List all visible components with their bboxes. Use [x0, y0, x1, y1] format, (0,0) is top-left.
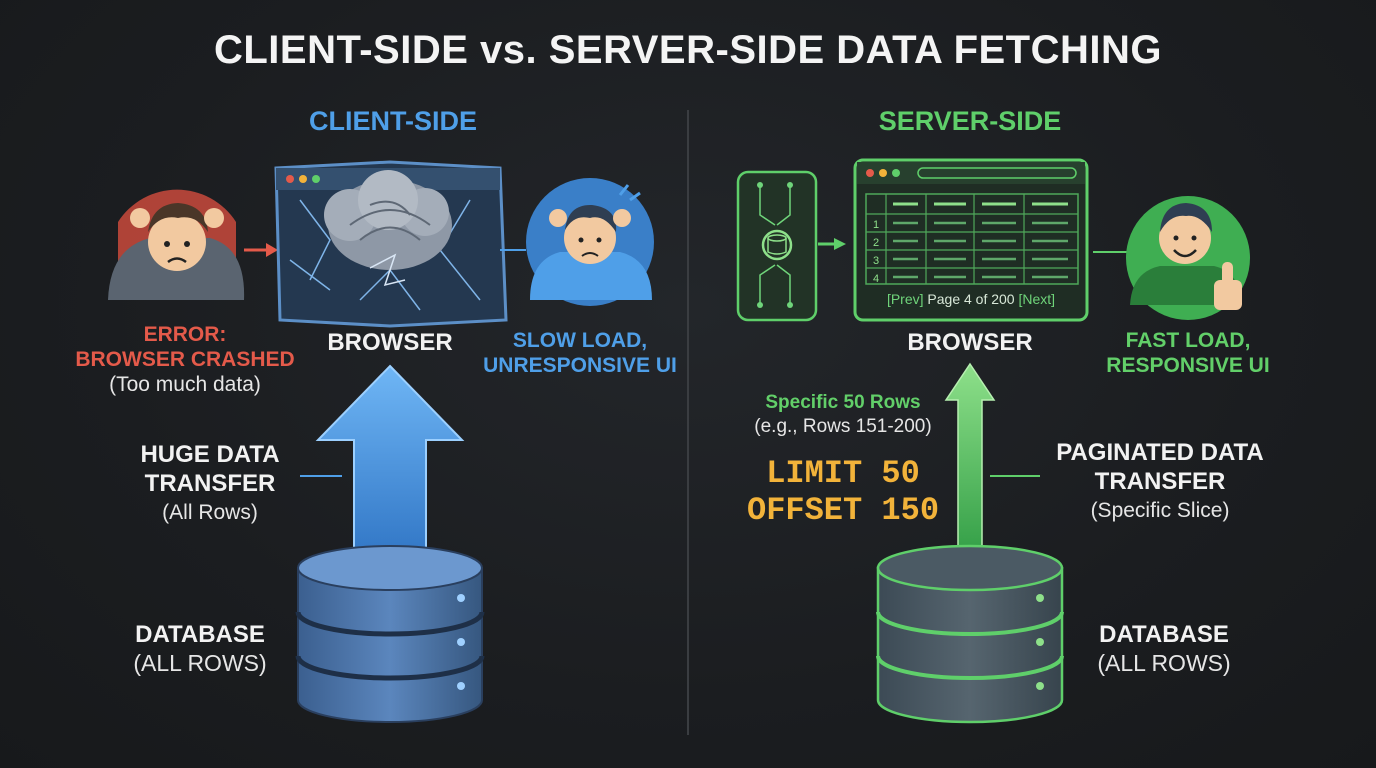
paginated-browser-icon	[853, 158, 1089, 322]
paginated-transfer-label: PAGINATED DATA TRANSFER (Specific Slice)	[1056, 439, 1264, 522]
server-database-label: DATABASE (ALL ROWS)	[1097, 621, 1231, 676]
server-side-heading: SERVER-SIDE	[878, 106, 1062, 136]
huge-transfer-label: HUGE DATA TRANSFER (All Rows)	[140, 441, 280, 524]
server-browser-label: BROWSER	[907, 329, 1033, 356]
page-title: CLIENT-SIDE vs. SERVER-SIDE DATA FETCHIN…	[213, 28, 1163, 72]
client-browser-label: BROWSER	[327, 329, 453, 356]
client-database-label: DATABASE (ALL ROWS)	[133, 621, 267, 676]
next-page-link[interactable]: [Next]	[1018, 291, 1056, 307]
prev-page-link[interactable]: [Prev]	[886, 291, 924, 307]
client-side-heading: CLIENT-SIDE	[308, 106, 477, 136]
page-indicator: Page 4 of 200	[927, 291, 1015, 307]
server-database-icon	[876, 544, 1064, 724]
frustrated-user-icon	[108, 189, 245, 300]
server-status-label: FAST LOAD, RESPONSIVE UI	[1106, 329, 1270, 377]
server-chip-icon	[736, 170, 818, 322]
client-database-icon	[295, 545, 485, 723]
pagination-bar: [Prev] Page 4 of 200 [Next]	[858, 291, 1084, 307]
happy-user-icon	[1126, 196, 1250, 320]
error-label: ERROR: BROWSER CRASHED (Too much data)	[75, 323, 295, 396]
sql-limit-offset: LIMIT 50 OFFSET 150	[746, 455, 940, 529]
table-row-numbers: 1 2 3 4	[872, 219, 880, 285]
client-status-label: SLOW LOAD, UNRESPONSIVE UI	[483, 329, 677, 377]
stressed-user-icon	[526, 178, 654, 306]
crashed-browser-icon	[274, 160, 508, 328]
center-divider	[687, 110, 689, 735]
specific-rows-label: Specific 50 Rows (e.g., Rows 151-200)	[754, 392, 932, 437]
